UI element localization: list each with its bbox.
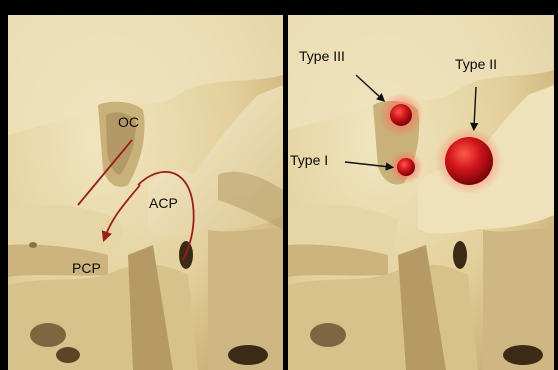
type-ii-label: Type II bbox=[455, 56, 497, 72]
right-panel: Type III Type II Type I bbox=[288, 15, 554, 370]
type-ii-aneurysm bbox=[435, 127, 503, 195]
left-panel-photo bbox=[8, 15, 283, 370]
type-i-aneurysm bbox=[389, 150, 423, 184]
type-iii-label: Type III bbox=[299, 48, 345, 64]
type-iii-aneurysm bbox=[379, 93, 423, 137]
type-i-label: Type I bbox=[290, 152, 328, 168]
right-panel-photo bbox=[288, 15, 554, 370]
oc-label: OC bbox=[118, 114, 139, 130]
acp-label: ACP bbox=[149, 195, 178, 211]
pcp-label: PCP bbox=[72, 260, 101, 276]
left-panel: OC ACP PCP bbox=[8, 15, 283, 370]
